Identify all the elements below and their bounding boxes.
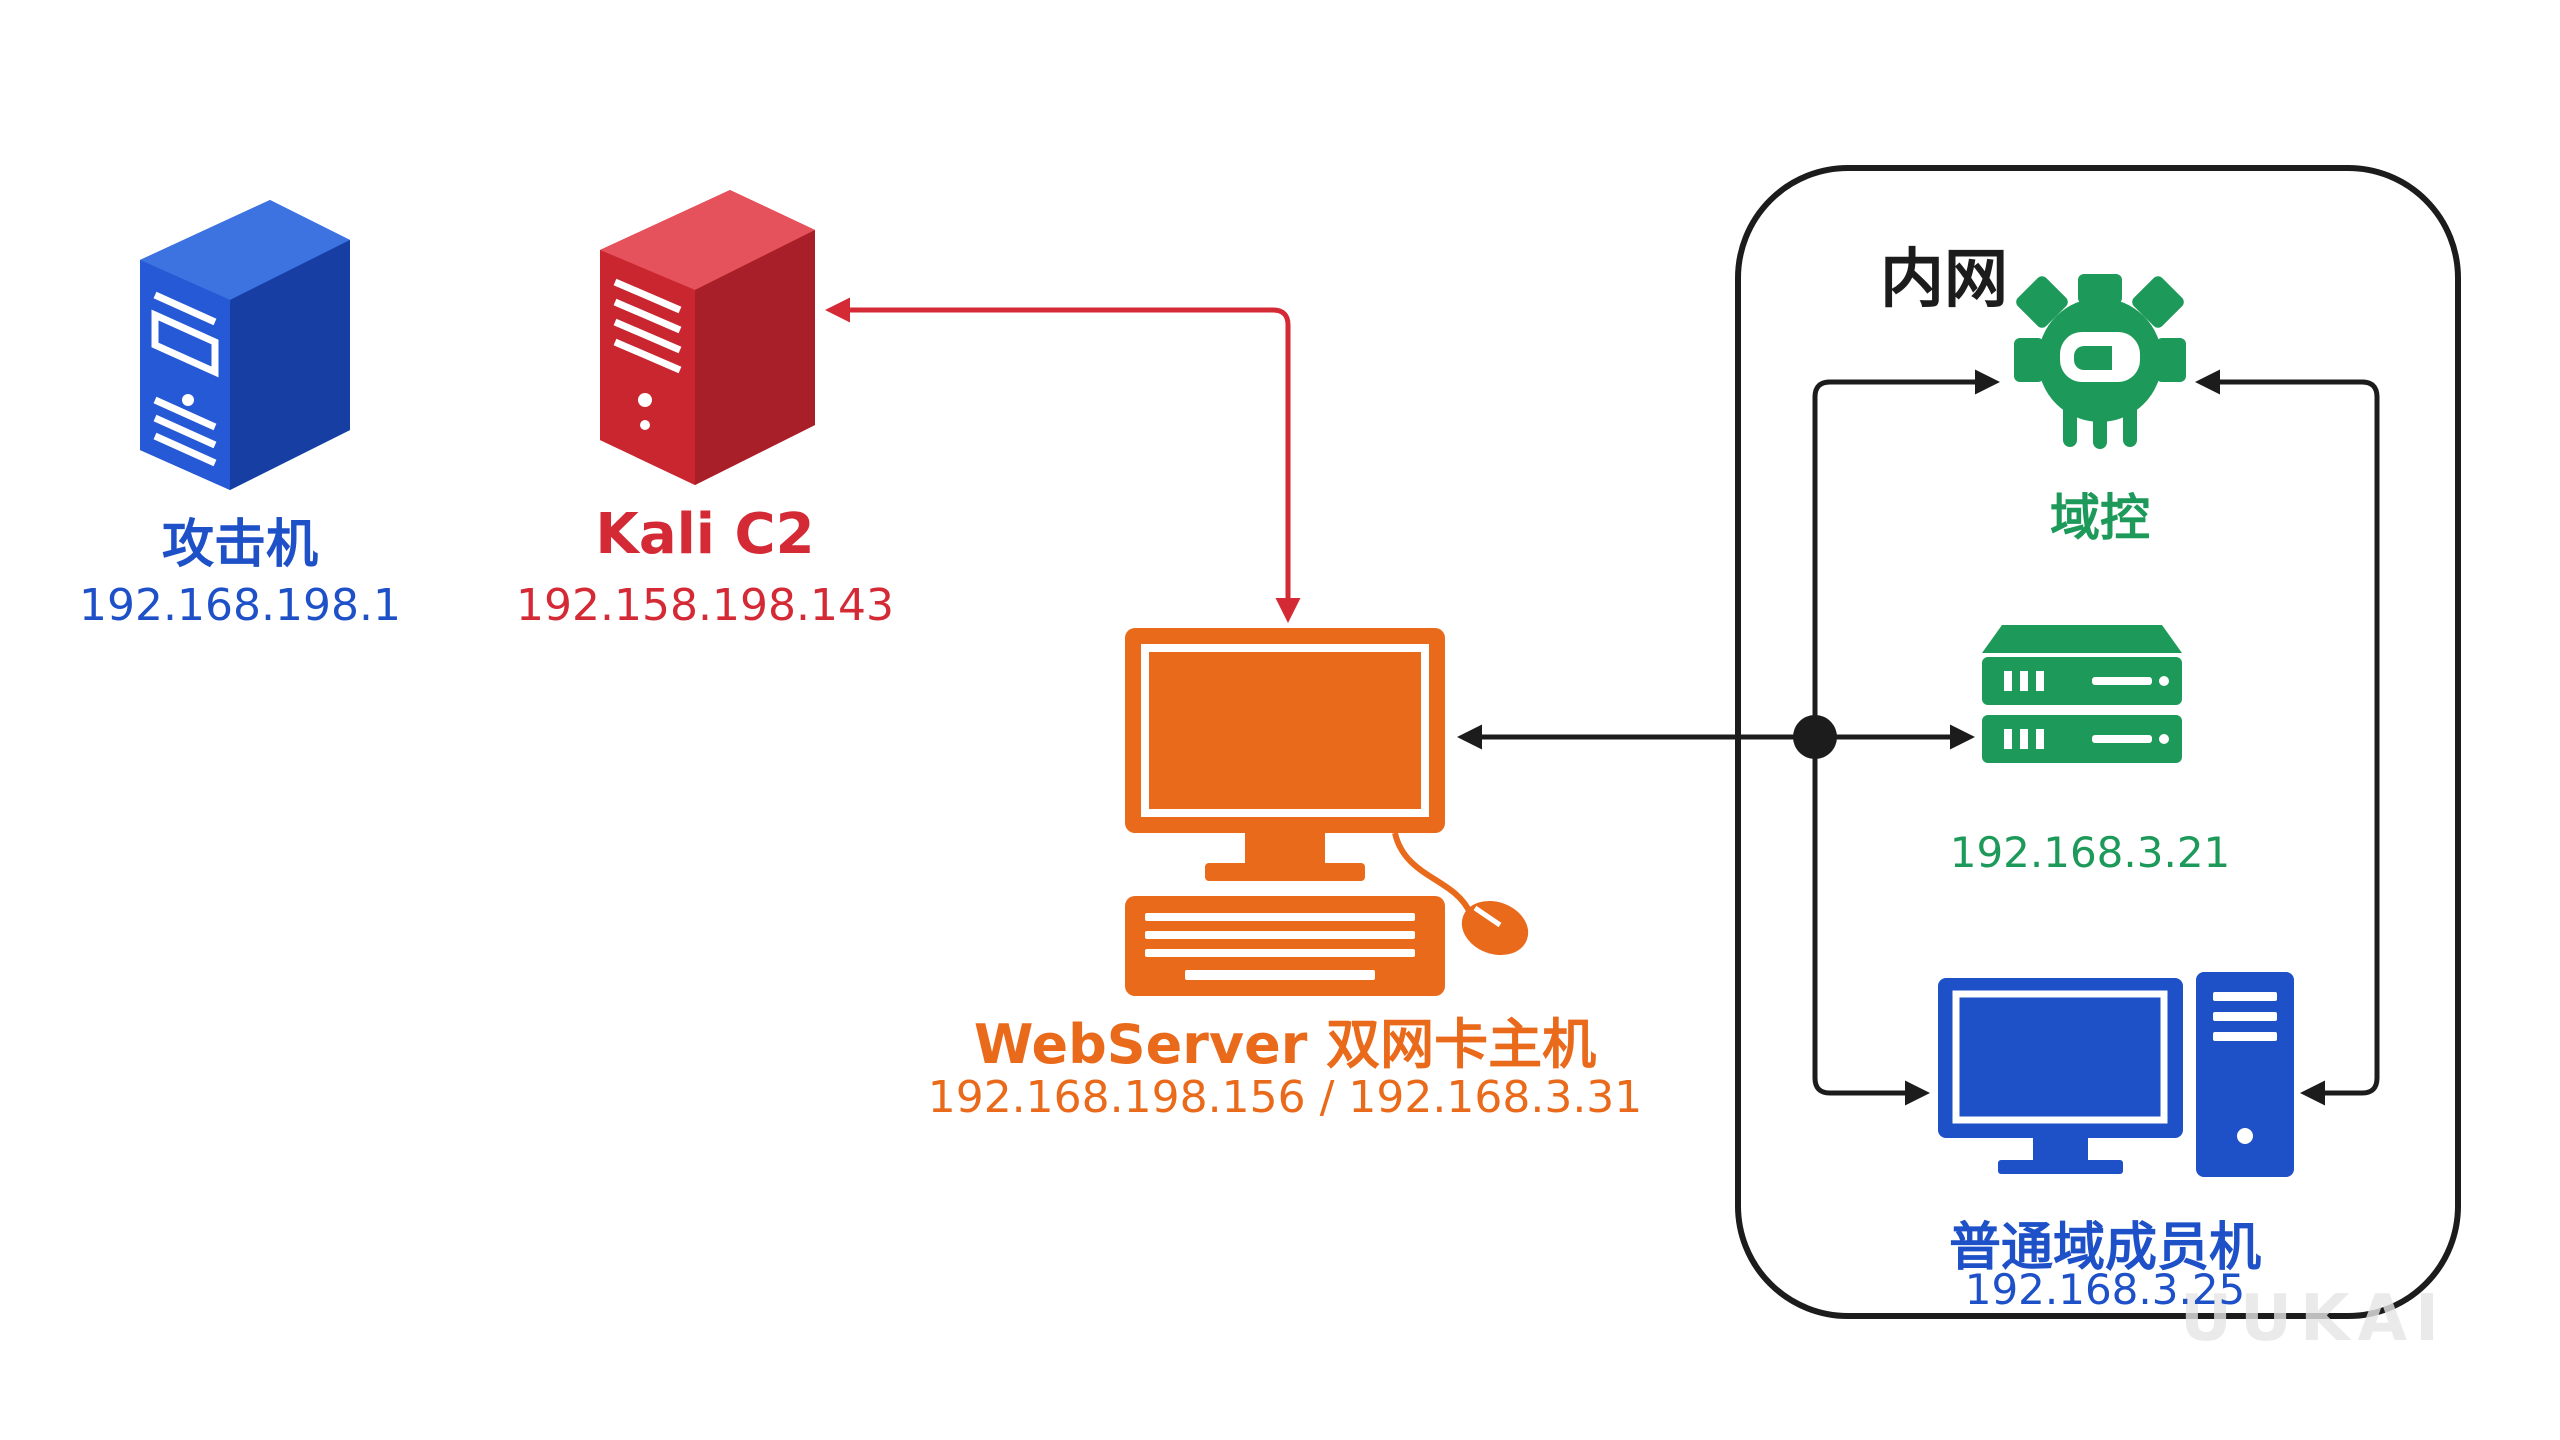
webserver-ip: 192.168.198.156 / 192.168.3.31	[927, 1072, 1643, 1123]
member-ip: 192.168.3.25	[1964, 1265, 2246, 1314]
attacker-label: 攻击机	[161, 515, 319, 575]
intranet-title: 内网	[1880, 243, 2008, 317]
desktop-computer-icon	[1125, 628, 1529, 996]
webserver-label: WebServer 双网卡主机	[973, 1013, 1597, 1076]
dc-label: 域控	[2050, 489, 2150, 547]
c2-ip: 192.158.198.143	[516, 580, 894, 631]
junction-dot	[1793, 715, 1837, 759]
connector-bus-right	[2195, 369, 2380, 1106]
rack-server-icon	[1982, 625, 2182, 763]
watermark: UUKAI	[2180, 1282, 2447, 1356]
member-label: 普通域成员机	[1948, 1218, 2262, 1278]
connector-c2-webserver	[825, 297, 1301, 623]
attacker-ip: 192.168.198.1	[79, 580, 401, 631]
tower-server-icon	[140, 200, 350, 490]
tower-server-icon	[600, 190, 815, 485]
desktop-pc-icon	[1938, 972, 2294, 1177]
c2-label: Kali C2	[595, 502, 815, 567]
domain-controller-icon	[2014, 274, 2186, 449]
server-ip: 192.168.3.21	[1949, 828, 2231, 877]
